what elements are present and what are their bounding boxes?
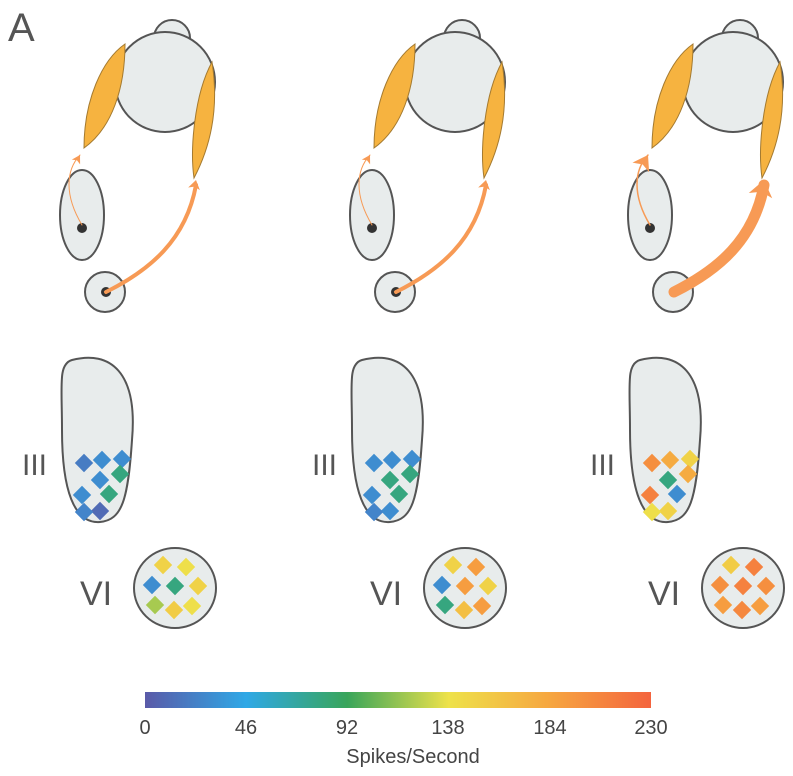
- left-muscle: [373, 43, 416, 149]
- layer-III-cell: [380, 470, 400, 490]
- nucleus-neuron: [645, 223, 655, 233]
- column-3: III VI: [590, 19, 785, 629]
- layer-VI-cell: [176, 557, 196, 577]
- layer-III-outline: [628, 356, 702, 524]
- panel-label: A: [8, 6, 35, 50]
- colorbar-tick-0: 0: [139, 717, 151, 739]
- layer-III-outline: [60, 356, 134, 524]
- layer-VI-cell: [472, 596, 492, 616]
- layer-III-cell: [364, 502, 384, 522]
- layer-VI-label: VI: [80, 575, 112, 613]
- layer-III-label: III: [590, 449, 615, 482]
- layer-III-cell: [658, 470, 678, 490]
- layer-III-cell: [110, 464, 130, 484]
- layer-VI-cell: [744, 557, 764, 577]
- layer-VI-cell: [733, 576, 753, 596]
- nucleus-neuron: [367, 223, 377, 233]
- motor-arrow-head: [478, 180, 490, 191]
- layer-VI-label: VI: [648, 575, 680, 613]
- layer-III-cell: [74, 453, 94, 473]
- layer-III-cell: [640, 485, 660, 505]
- layer-III-cell: [667, 484, 687, 504]
- layer-VI-cell: [435, 595, 455, 615]
- layer-VI-cell: [188, 576, 208, 596]
- layer-III-cell: [380, 501, 400, 521]
- colorbar-tick-2: 92: [335, 717, 359, 739]
- layer-VI-cell: [732, 600, 752, 620]
- layer-III-cell: [660, 450, 680, 470]
- layer-III-cell: [74, 502, 94, 522]
- layer-VI-cell: [142, 575, 162, 595]
- layer-III-cell: [90, 501, 110, 521]
- motor-arrow: [394, 183, 488, 294]
- motor-arrow: [104, 183, 198, 294]
- motor-arrow: [668, 179, 770, 298]
- layer-VI-cell: [182, 596, 202, 616]
- layer-VI-cell: [443, 555, 463, 575]
- colorbar-tick-1: 46: [234, 717, 258, 739]
- layer-VI-cell: [164, 600, 184, 620]
- layer-III-cell: [364, 453, 384, 473]
- colorbar-title: Spikes/Second: [346, 746, 480, 768]
- layer-VI-cell: [710, 575, 730, 595]
- layer-III-cell: [642, 502, 662, 522]
- layer-III-cell: [680, 449, 700, 469]
- layer-III-label: III: [312, 449, 337, 482]
- layer-VI-cell: [153, 555, 173, 575]
- motor-arrow-head: [188, 180, 200, 191]
- layer-III-cell: [90, 470, 110, 490]
- layer-VI-cell: [721, 555, 741, 575]
- layer-III-cell: [400, 464, 420, 484]
- layer-VI-label: VI: [370, 575, 402, 613]
- layer-III-cell: [362, 485, 382, 505]
- colorbar: [145, 692, 651, 708]
- layer-VI-cell: [454, 600, 474, 620]
- layer-III-cell: [72, 485, 92, 505]
- right-muscle: [192, 60, 216, 180]
- colorbar-tick-3: 138: [431, 717, 465, 739]
- layer-III-cell: [402, 449, 422, 469]
- internuclear-arrow-head: [71, 155, 81, 165]
- layer-VI-cell: [756, 576, 776, 596]
- layer-VI-cell: [478, 576, 498, 596]
- nucleus-ellipse: [349, 169, 395, 261]
- right-muscle: [482, 60, 506, 180]
- nucleus-ellipse: [627, 169, 673, 261]
- layer-III-cell: [642, 453, 662, 473]
- internuclear-arrow-head: [632, 155, 650, 173]
- layer-VI-cell: [432, 575, 452, 595]
- layer-III-cell: [112, 449, 132, 469]
- layer-III-cell: [389, 484, 409, 504]
- layer-III-cell: [99, 484, 119, 504]
- motor-arrow-head: [748, 180, 773, 199]
- column-2: III VI: [312, 19, 507, 629]
- nucleus-neuron: [77, 223, 87, 233]
- layer-VI-cell: [165, 576, 185, 596]
- layer-VI-cell: [455, 576, 475, 596]
- layer-III-cell: [678, 464, 698, 484]
- layer-III-cell: [92, 450, 112, 470]
- left-muscle: [651, 43, 694, 149]
- layer-VI-cell: [750, 596, 770, 616]
- column-1: III VI: [22, 19, 217, 629]
- layer-III-cell: [382, 450, 402, 470]
- internuclear-arrow-head: [361, 155, 371, 165]
- colorbar-tick-4: 184: [533, 717, 567, 739]
- nucleus-ellipse: [59, 169, 105, 261]
- layer-III-outline: [350, 356, 424, 524]
- layer-III-label: III: [22, 449, 47, 482]
- right-muscle: [760, 60, 784, 180]
- layer-III-cell: [658, 501, 678, 521]
- layer-VI-cell: [466, 557, 486, 577]
- colorbar-tick-5: 230: [634, 717, 668, 739]
- left-muscle: [83, 43, 126, 149]
- layer-VI-cell: [145, 595, 165, 615]
- layer-VI-cell: [713, 595, 733, 615]
